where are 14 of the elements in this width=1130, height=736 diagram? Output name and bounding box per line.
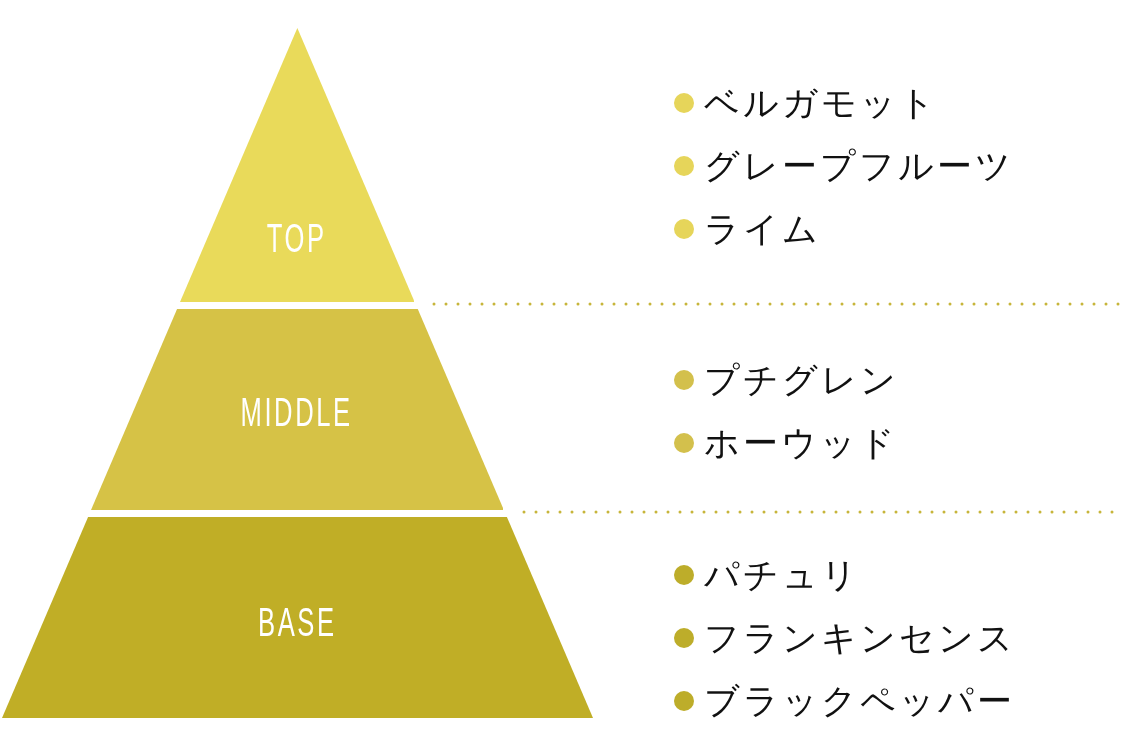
note-text: ブラックペッパー [704, 680, 1015, 723]
tier-label: BASE [257, 600, 337, 644]
pyramid-tier [179, 28, 415, 302]
note-text: ホーウッド [704, 422, 898, 465]
tier-label: TOP [267, 216, 327, 260]
pyramid-tier [90, 309, 504, 510]
note-text: ライム [704, 208, 821, 251]
pyramid-tier [1, 517, 593, 718]
tier-label: MIDDLE [240, 390, 354, 434]
note-text: ベルガモット [704, 82, 938, 125]
note-text: プチグレン [704, 359, 899, 402]
note-text: グレープフルーツ [704, 145, 1014, 188]
note-text: フランキンセンス [704, 617, 1016, 660]
note-text: パチュリ [704, 554, 860, 597]
